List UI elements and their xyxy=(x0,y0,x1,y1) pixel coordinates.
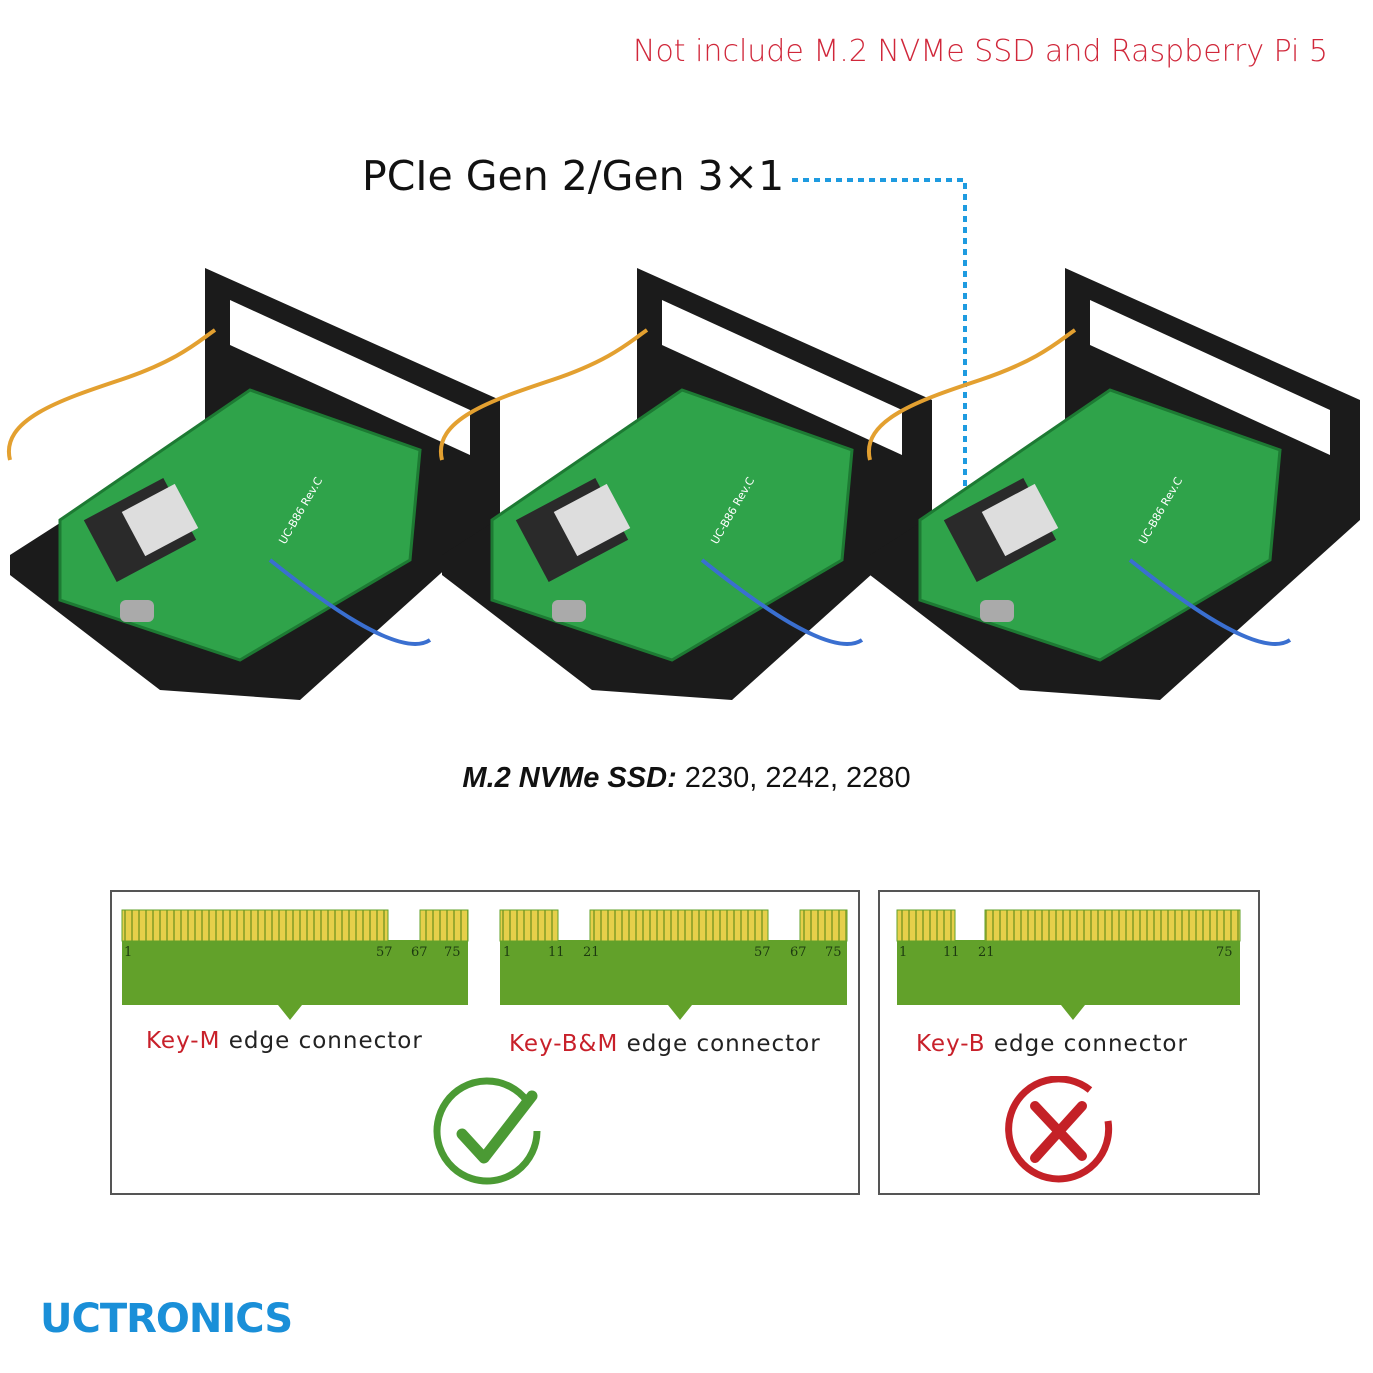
ssd-support-sizes: 2230, 2242, 2280 xyxy=(684,762,911,794)
adapter-board: UC-B86 Rev.C xyxy=(6,268,500,700)
x-circle-icon xyxy=(1005,1076,1113,1183)
check-circle-icon xyxy=(433,1077,541,1185)
adapter-board: UC-B86 Rev.C xyxy=(866,268,1360,700)
pin-number: 21 xyxy=(583,945,600,960)
pin-number: 75 xyxy=(444,945,461,960)
key-m-caption: Key-M edge connector xyxy=(146,1028,423,1054)
notice-text: Not include M.2 NVMe SSD and Raspberry P… xyxy=(633,34,1328,69)
key-bm-caption: Key-B&M edge connector xyxy=(509,1031,821,1057)
pin-number: 1 xyxy=(503,945,511,960)
edge-connector-key-m: 1 57 67 75 xyxy=(121,909,469,1020)
pin-number: 57 xyxy=(754,945,771,960)
pin-number: 11 xyxy=(548,945,565,960)
pin-number: 11 xyxy=(943,945,960,960)
ssd-support-text: M.2 NVMe SSD: 2230, 2242, 2280 xyxy=(0,762,1373,795)
pcie-pointer-line xyxy=(792,178,967,520)
ssd-support-label: M.2 NVMe SSD: xyxy=(462,762,677,794)
uctronics-logo: UCTRONICS xyxy=(40,1296,293,1342)
pcie-label: PCIe Gen 2/Gen 3×1 xyxy=(362,152,785,200)
pin-number: 67 xyxy=(790,945,807,960)
pin-number: 75 xyxy=(825,945,842,960)
adapter-board: UC-B86 Rev.C xyxy=(438,268,932,700)
pin-number: 67 xyxy=(411,945,428,960)
key-b-caption: Key-B edge connector xyxy=(916,1031,1188,1057)
pin-number: 1 xyxy=(899,945,907,960)
pin-number: 57 xyxy=(376,945,393,960)
pin-number: 1 xyxy=(124,945,132,960)
pin-number: 21 xyxy=(978,945,995,960)
pin-number: 75 xyxy=(1216,945,1233,960)
